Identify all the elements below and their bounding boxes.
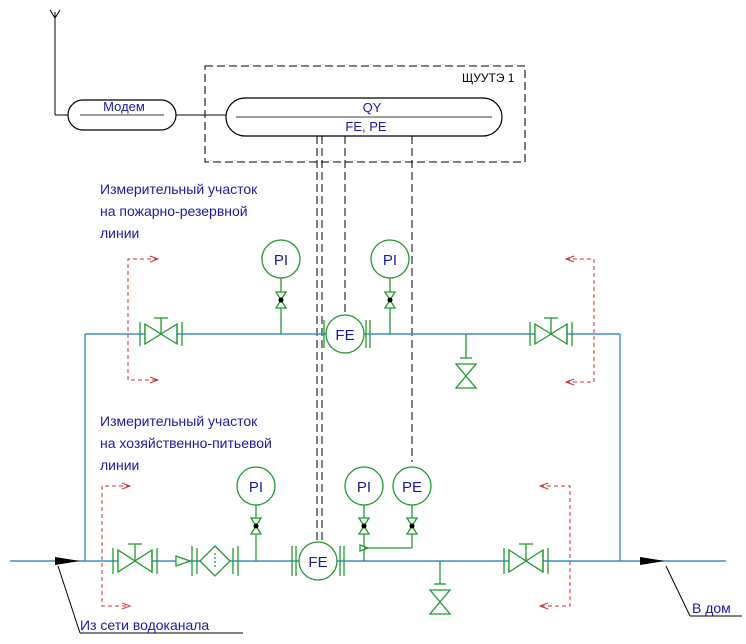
bypass-lower-right <box>538 482 571 610</box>
inlet-leader <box>57 565 81 634</box>
pressure-indicator-upper-right: PI <box>370 239 410 334</box>
bypass-upper-left <box>127 255 160 384</box>
gate-valve-upper-right <box>529 317 573 346</box>
controller-bottom-label: FE, PE <box>345 119 387 134</box>
svg-text:PI: PI <box>274 252 288 269</box>
flow-meter-upper: FE <box>323 314 371 354</box>
pressure-indicator-lower-left: PI <box>236 466 276 561</box>
inlet-arrow <box>55 557 80 565</box>
pressure-indicator-lower-mid: PI <box>344 466 384 561</box>
svg-text:PI: PI <box>249 479 263 496</box>
check-valve <box>175 555 192 567</box>
metering-cabinet: ЩУУТЭ 1 <box>204 65 526 163</box>
controller: QY FE, PE <box>225 97 503 137</box>
svg-text:линии: линии <box>100 225 139 241</box>
svg-text:на хозяйственно-питьевой: на хозяйственно-питьевой <box>100 435 272 451</box>
outlet-arrow <box>640 557 665 565</box>
antenna <box>49 9 68 116</box>
gate-valve-lower-left <box>112 543 158 574</box>
svg-text:на пожарно-резервной: на пожарно-резервной <box>100 203 248 219</box>
fire-section-label: Измерительный участок на пожарно-резервн… <box>100 181 258 241</box>
controller-top-label: QY <box>363 100 382 115</box>
strainer <box>191 545 239 577</box>
svg-text:Измерительный участок: Измерительный участок <box>100 181 258 197</box>
outlet-label: В дом <box>692 600 731 616</box>
drain-valve-upper <box>454 334 478 389</box>
modem-label: Модем <box>103 99 145 114</box>
domestic-section-label: Измерительный участок на хозяйственно-пи… <box>100 413 272 473</box>
gate-valve-upper-left <box>139 317 183 346</box>
svg-text:PE: PE <box>402 479 422 496</box>
svg-text:PI: PI <box>383 252 397 269</box>
pressure-indicator-upper-left: PI <box>261 239 301 334</box>
svg-text:линии: линии <box>100 457 139 473</box>
gate-valve-lower-right <box>503 543 549 574</box>
svg-text:FE: FE <box>335 327 354 344</box>
pressure-transmitter-lower: PE <box>364 466 432 549</box>
cabinet-label: ЩУУТЭ 1 <box>462 71 515 85</box>
inlet-label: Из сети водоканала <box>80 617 209 633</box>
bypass-upper-right <box>564 255 595 386</box>
outlet-leader <box>665 565 691 617</box>
svg-text:PI: PI <box>357 479 371 496</box>
flow-meter-lower: FE <box>291 541 345 581</box>
signal-lines <box>316 136 413 545</box>
svg-text:FE: FE <box>308 554 327 571</box>
modem: Модем <box>67 99 177 131</box>
drain-valve-lower <box>428 561 452 615</box>
svg-text:Измерительный участок: Измерительный участок <box>100 413 258 429</box>
bypass-lower-left <box>101 482 132 610</box>
